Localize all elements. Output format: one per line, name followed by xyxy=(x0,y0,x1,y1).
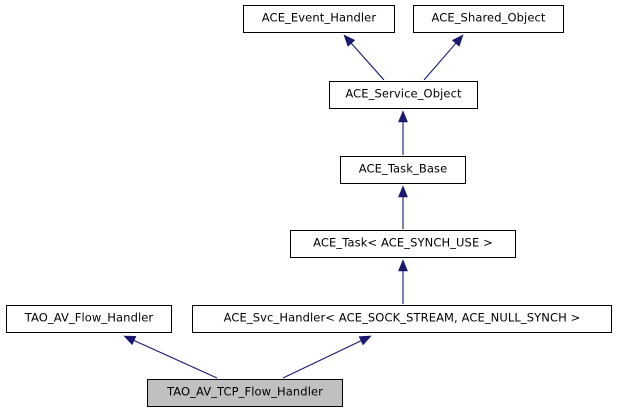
class-node-label: ACE_Svc_Handler< ACE_SOCK_STREAM, ACE_NU… xyxy=(223,310,581,325)
inheritance-arrow-ace_task_base-to-ace_service_object xyxy=(398,110,408,155)
class-node-ace_svc_handler[interactable]: ACE_Svc_Handler< ACE_SOCK_STREAM, ACE_NU… xyxy=(192,305,612,333)
inheritance-arrow-ace_service_object-to-ace_shared_object xyxy=(423,34,464,81)
inheritance-arrow-ace_task_synch-to-ace_task_base xyxy=(398,185,408,229)
class-node-label: ACE_Task_Base xyxy=(358,161,448,176)
class-node-label: ACE_Task< ACE_SYNCH_USE > xyxy=(313,235,493,250)
class-node-ace_task_synch[interactable]: ACE_Task< ACE_SYNCH_USE > xyxy=(290,230,516,258)
class-node-ace_shared_object[interactable]: ACE_Shared_Object xyxy=(413,5,564,33)
class-node-label: TAO_AV_Flow_Handler xyxy=(24,310,154,325)
inheritance-arrow-tao_av_tcp_flow_handler-to-tao_av_flow_handler xyxy=(123,335,218,379)
class-node-label: TAO_AV_TCP_Flow_Handler xyxy=(167,384,323,399)
class-node-label: ACE_Event_Handler xyxy=(261,10,377,25)
class-node-ace_service_object[interactable]: ACE_Service_Object xyxy=(329,81,478,109)
inheritance-arrow-tao_av_tcp_flow_handler-to-ace_svc_handler xyxy=(282,335,372,379)
inheritance-arrow-ace_svc_handler-to-ace_task_synch xyxy=(398,259,408,304)
class-node-ace_event_handler[interactable]: ACE_Event_Handler xyxy=(243,5,395,33)
class-node-label: ACE_Shared_Object xyxy=(431,10,546,25)
class-node-tao_av_flow_handler[interactable]: TAO_AV_Flow_Handler xyxy=(6,305,172,333)
class-node-label: ACE_Service_Object xyxy=(345,86,462,101)
class-node-tao_av_tcp_flow_handler[interactable]: TAO_AV_TCP_Flow_Handler xyxy=(147,379,343,407)
inheritance-arrow-ace_service_object-to-ace_event_handler xyxy=(343,34,385,81)
class-node-ace_task_base[interactable]: ACE_Task_Base xyxy=(340,156,466,184)
